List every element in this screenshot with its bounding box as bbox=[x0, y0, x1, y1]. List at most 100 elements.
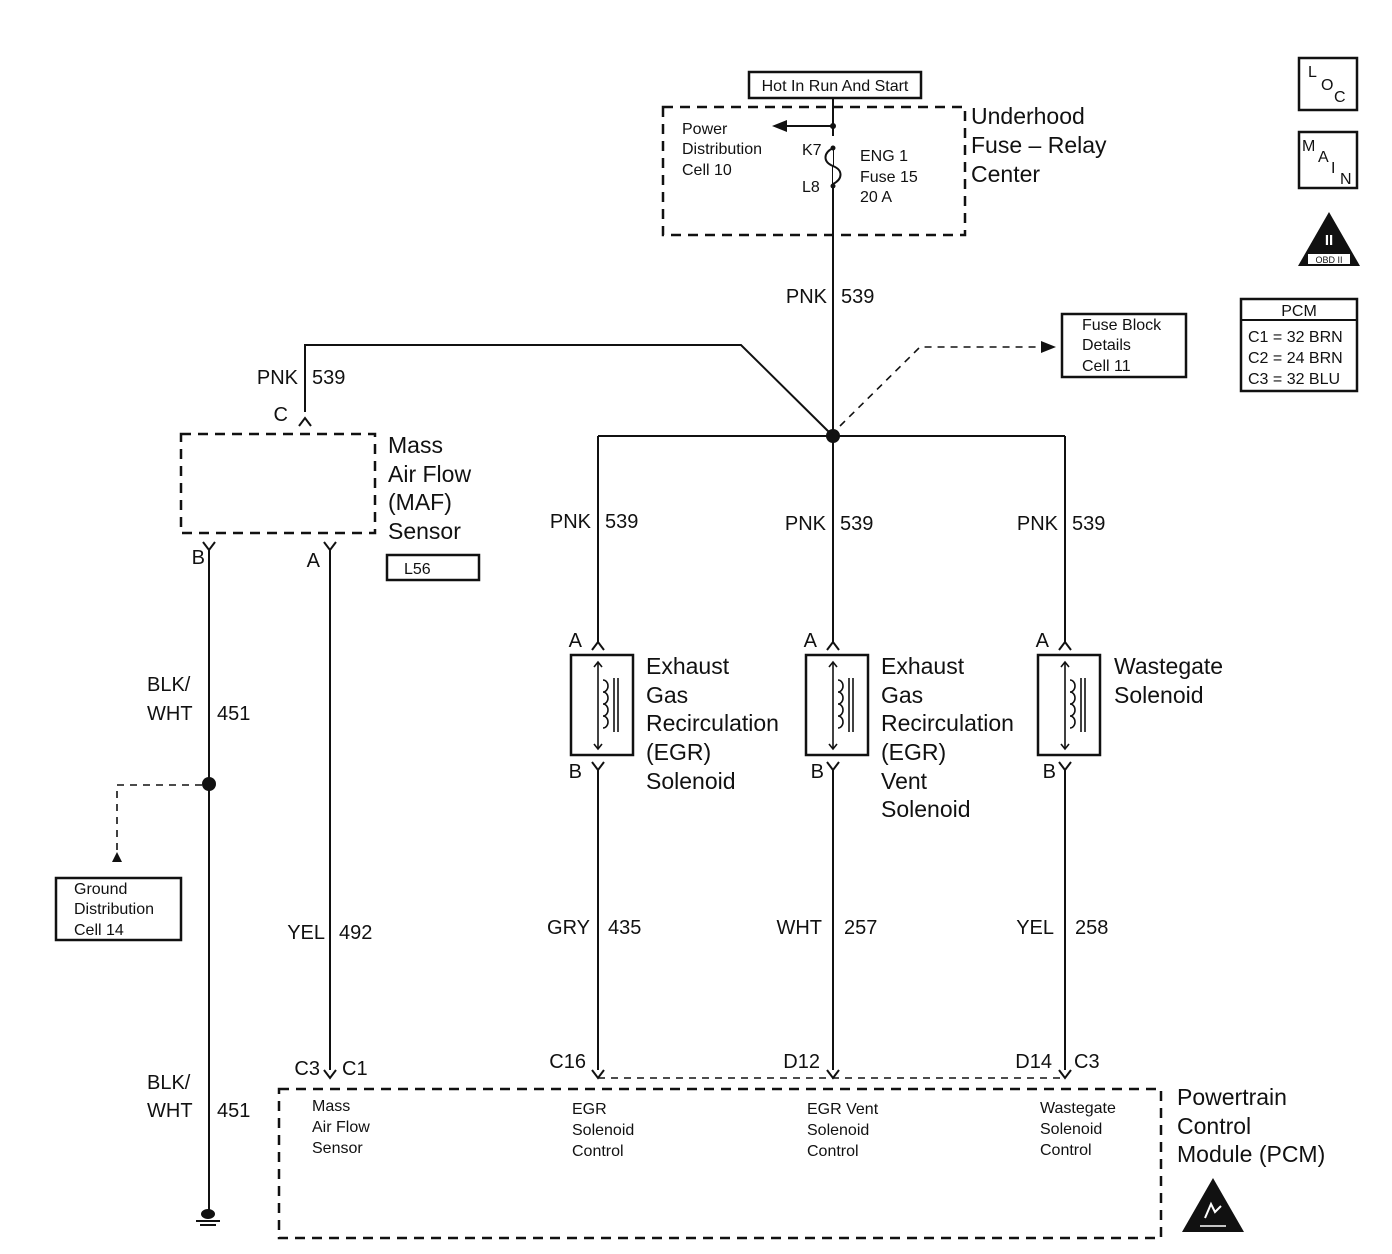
wg-wire-color: PNK bbox=[1017, 513, 1059, 535]
maf-option-label: L56 bbox=[404, 561, 431, 578]
pcm-maf-3: Sensor bbox=[312, 1140, 363, 1157]
gnd1-color-a: BLK/ bbox=[147, 674, 191, 696]
wg-pin-b: B bbox=[1043, 761, 1056, 783]
power-dist-line-3: Cell 10 bbox=[682, 162, 732, 179]
maf-title-2: Air Flow bbox=[388, 461, 471, 487]
pcm-table-header: PCM bbox=[1281, 303, 1317, 320]
pcm-pin-wg: D14 bbox=[1015, 1051, 1052, 1073]
maf-title-4: Sensor bbox=[388, 518, 461, 544]
vent-control-number: 257 bbox=[844, 917, 877, 939]
pcm-vent-2: Solenoid bbox=[807, 1122, 869, 1139]
pcm-vent-1: EGR Vent bbox=[807, 1101, 879, 1118]
vent-title-5: Vent bbox=[881, 768, 928, 794]
wg-control-number: 258 bbox=[1075, 917, 1108, 939]
pcm-table-row-1: C1 = 32 BRN bbox=[1248, 329, 1343, 346]
svg-text:O: O bbox=[1321, 77, 1333, 94]
maf-title-3: (MAF) bbox=[388, 489, 452, 515]
ground-ref-arrow-icon bbox=[112, 852, 122, 862]
svg-text:L: L bbox=[1308, 64, 1317, 81]
pcm-pin-maf-c3: C3 bbox=[294, 1058, 320, 1080]
obd-ii-icon bbox=[1298, 212, 1360, 266]
maf-sensor-box bbox=[179, 432, 377, 535]
gnd2-number: 451 bbox=[217, 1100, 250, 1122]
egr-title-2: Gas bbox=[646, 682, 688, 708]
vent-control-color: WHT bbox=[776, 917, 822, 939]
fuse-icon bbox=[824, 147, 842, 185]
pcm-table-row-3: C3 = 32 BLU bbox=[1248, 371, 1340, 388]
svg-text:A: A bbox=[1318, 149, 1329, 166]
vent-title-6: Solenoid bbox=[881, 796, 971, 822]
maf-title-1: Mass bbox=[388, 432, 443, 458]
vent-title-3: Recirculation bbox=[881, 710, 1014, 736]
fuse-block-ref-3: Cell 11 bbox=[1082, 358, 1131, 375]
pcm-title-2: Control bbox=[1177, 1113, 1251, 1139]
ground-ref-link bbox=[116, 784, 202, 850]
egr-wire-number: 539 bbox=[605, 511, 638, 533]
fuse-line-3: 20 A bbox=[860, 189, 892, 206]
fuse-relay-center-box bbox=[661, 105, 967, 237]
pcm-wg-2: Solenoid bbox=[1040, 1121, 1102, 1138]
pcm-title-3: Module (PCM) bbox=[1177, 1141, 1325, 1167]
maf-pin-c: C bbox=[274, 404, 288, 426]
pcm-box bbox=[277, 1087, 1163, 1240]
ground-ref-2: Distribution bbox=[74, 901, 154, 918]
esd-warning-icon bbox=[1182, 1178, 1244, 1232]
ground-ref-3: Cell 14 bbox=[74, 922, 124, 939]
pcm-maf-2: Air Flow bbox=[312, 1119, 370, 1136]
ground-icon bbox=[196, 1209, 220, 1226]
terminal-l8: L8 bbox=[802, 179, 820, 196]
fuse-center-title-2: Fuse – Relay bbox=[971, 132, 1107, 158]
ground-ref-1: Ground bbox=[74, 881, 127, 898]
svg-text:OBD II: OBD II bbox=[1315, 255, 1342, 265]
wg-pin-a: A bbox=[1036, 630, 1050, 652]
egr-wire-color: PNK bbox=[550, 511, 592, 533]
pcm-maf-1: Mass bbox=[312, 1098, 350, 1115]
fuse-block-ref-arrow-icon bbox=[1041, 341, 1056, 353]
svg-text:C: C bbox=[1334, 89, 1346, 106]
svg-text:I: I bbox=[1331, 160, 1335, 177]
fuse-block-ref-2: Details bbox=[1082, 337, 1131, 354]
pcm-wg-1: Wastegate bbox=[1040, 1100, 1116, 1117]
pcm-egr-3: Control bbox=[572, 1143, 624, 1160]
egr-control-number: 435 bbox=[608, 917, 641, 939]
power-dist-line-2: Distribution bbox=[682, 141, 762, 158]
maf-wire-color: PNK bbox=[257, 367, 299, 389]
wg-wire-number: 539 bbox=[1072, 513, 1105, 535]
egr-title-3: Recirculation bbox=[646, 710, 779, 736]
fuse-center-title-3: Center bbox=[971, 161, 1040, 187]
vent-title-2: Gas bbox=[881, 682, 923, 708]
main-wire-color: PNK bbox=[786, 286, 828, 308]
vent-wire-number: 539 bbox=[840, 513, 873, 535]
egr-title-4: (EGR) bbox=[646, 739, 711, 765]
wg-coil-icon bbox=[1060, 660, 1086, 751]
egr-solenoid-box bbox=[569, 653, 635, 757]
vent-wire-color: PNK bbox=[785, 513, 827, 535]
main-icon bbox=[1297, 130, 1359, 190]
fuse-line-1: ENG 1 bbox=[860, 148, 908, 165]
wg-title-1: Wastegate bbox=[1114, 653, 1223, 679]
egr-control-color: GRY bbox=[547, 917, 590, 939]
svg-text:II: II bbox=[1325, 232, 1333, 249]
maf-option-box bbox=[385, 553, 481, 582]
ground-ref-box bbox=[54, 876, 183, 942]
pcm-connector-table bbox=[1239, 297, 1359, 393]
pcm-title-1: Powertrain bbox=[1177, 1084, 1287, 1110]
vent-pin-b: B bbox=[811, 761, 824, 783]
vent-coil-icon bbox=[828, 660, 854, 751]
wg-solenoid-box bbox=[1036, 653, 1102, 757]
vent-title-4: (EGR) bbox=[881, 739, 946, 765]
vent-pin-a: A bbox=[804, 630, 818, 652]
egr-pin-b: B bbox=[569, 761, 582, 783]
vent-title-1: Exhaust bbox=[881, 653, 965, 679]
maf-pin-a: A bbox=[307, 550, 321, 572]
main-wire-number: 539 bbox=[841, 286, 874, 308]
svg-text:N: N bbox=[1340, 171, 1352, 188]
pcm-pin-maf-c1: C1 bbox=[342, 1058, 368, 1080]
loc-icon bbox=[1297, 56, 1359, 112]
maf-wire-number: 539 bbox=[312, 367, 345, 389]
fuse-center-title-1: Underhood bbox=[971, 103, 1085, 129]
pcm-table-row-2: C2 = 24 BRN bbox=[1248, 350, 1343, 367]
egr-pin-a: A bbox=[569, 630, 583, 652]
hot-in-run-box bbox=[747, 70, 923, 100]
